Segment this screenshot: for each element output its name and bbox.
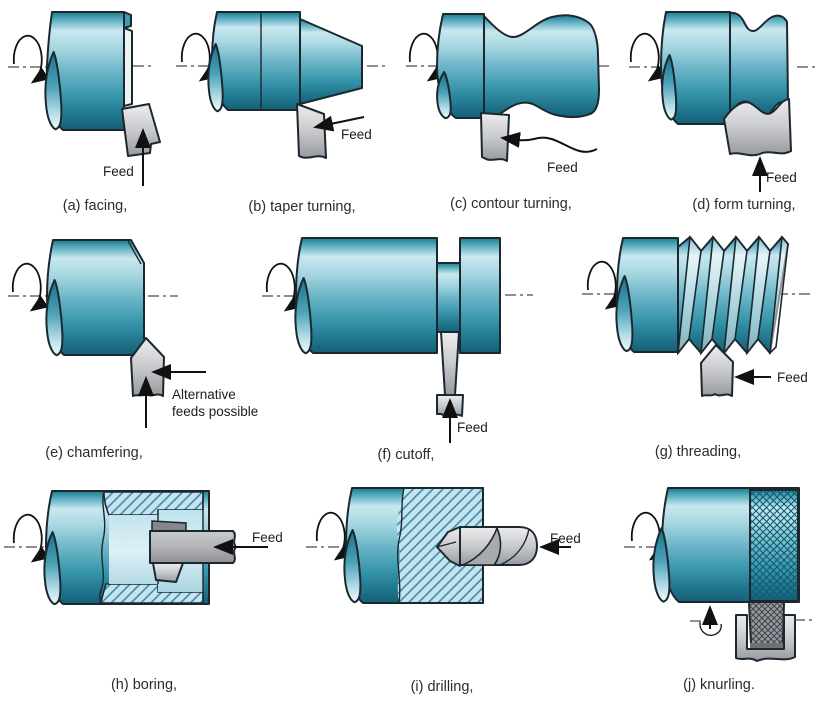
annotation-line1: Alternative <box>172 387 236 402</box>
panel-e-chamfering: Alternative feeds possible (e) chamferin… <box>8 239 258 461</box>
annotation-line2: feeds possible <box>172 404 258 419</box>
tool-clamp <box>151 520 187 532</box>
panel-i-drilling: Feed (i) drilling, <box>306 487 581 695</box>
holder-pocket-shadow <box>750 643 783 650</box>
cutting-tool <box>121 103 161 157</box>
feed-label: Feed <box>103 164 134 179</box>
feed-arrow <box>313 115 365 132</box>
formed-workpiece <box>726 11 789 118</box>
faced-surface <box>123 27 133 107</box>
taper-cone <box>299 18 363 105</box>
workpiece <box>211 11 301 111</box>
chamfer-edge <box>127 240 142 265</box>
feed-arrow <box>500 131 598 153</box>
rotation-arrow-icon <box>265 262 303 312</box>
panel-h-boring: Feed (h) boring, <box>4 490 283 693</box>
caption: (h) boring, <box>111 677 177 693</box>
rotation-arrow-icon <box>586 260 624 310</box>
caption: (f) cutoff, <box>378 447 435 463</box>
contoured-workpiece <box>483 14 600 119</box>
rotation-arrow-icon <box>629 32 667 82</box>
rotation-arrow-icon <box>11 262 49 312</box>
parting-blade <box>440 331 460 396</box>
workpiece <box>660 11 731 125</box>
workpiece <box>295 237 438 354</box>
cutting-tool <box>296 103 327 159</box>
feed-label: Feed <box>457 420 488 435</box>
caption: (d) form turning, <box>692 197 795 213</box>
workpiece-end-cap <box>661 54 678 121</box>
workpiece-disc <box>459 237 501 354</box>
panel-c-contour-turning: Feed (c) contour turning, <box>406 13 612 212</box>
feed-label: Feed <box>252 530 283 545</box>
panel-f-cutoff: Feed (f) cutoff, <box>262 237 533 463</box>
section-break-line <box>99 490 106 604</box>
rotation-arrow-icon <box>408 32 446 82</box>
caption: (c) contour turning, <box>450 196 572 212</box>
panel-g-threading: Feed (g) threading, <box>582 234 814 460</box>
feed-label: Feed <box>777 370 808 385</box>
workpiece-end-cap <box>207 43 224 113</box>
caption: (e) chamfering, <box>45 445 143 461</box>
thread-facets <box>676 234 789 356</box>
caption: (g) threading, <box>655 444 741 460</box>
rotation-arrow-icon <box>12 34 50 84</box>
workpiece-end-cap <box>436 71 452 120</box>
feed-label: Feed <box>550 531 581 546</box>
workpiece-rim <box>123 11 132 29</box>
knurl-holder <box>735 614 796 662</box>
workpiece-end-cap <box>615 275 634 353</box>
panel-j-knurling: (j) knurling. <box>624 487 812 693</box>
feed-label: Feed <box>766 170 797 185</box>
knurled-section <box>749 489 799 602</box>
feed-label: Feed <box>547 160 578 175</box>
section-break-line <box>397 487 405 604</box>
panel-d-form-turning: Feed (d) form turning, <box>629 11 816 213</box>
panel-a-facing: Feed (a) facing, <box>8 11 161 214</box>
caption: (a) facing, <box>63 198 127 214</box>
rotation-arrow-icon <box>180 32 218 82</box>
cutting-tool <box>480 112 510 162</box>
feed-label: Feed <box>341 127 372 142</box>
threading-tool <box>700 344 734 397</box>
caption: (j) knurling. <box>683 677 755 693</box>
rotation-arrow-icon <box>12 513 50 563</box>
form-tool <box>723 98 792 157</box>
knurl-wheel <box>747 601 786 645</box>
workpiece-end-cap <box>294 277 313 355</box>
caption: (i) drilling, <box>411 679 474 695</box>
workpiece-end-cap <box>343 529 362 604</box>
rotation-arrow-icon <box>315 511 353 561</box>
workpiece-end-cap <box>44 51 63 131</box>
caption: (b) taper turning, <box>248 199 355 215</box>
drill-flute <box>462 525 502 566</box>
wheel-rotation-arc <box>699 621 722 636</box>
groove-neck <box>436 262 461 333</box>
boring-insert <box>152 562 184 583</box>
workpiece-end-cap <box>45 279 64 357</box>
workpiece-end-cap <box>652 527 671 603</box>
panel-b-taper-turning: Feed (b) taper turning, <box>176 11 385 215</box>
workpiece-end-cap <box>43 531 62 606</box>
drill-flute-lines <box>436 528 530 566</box>
